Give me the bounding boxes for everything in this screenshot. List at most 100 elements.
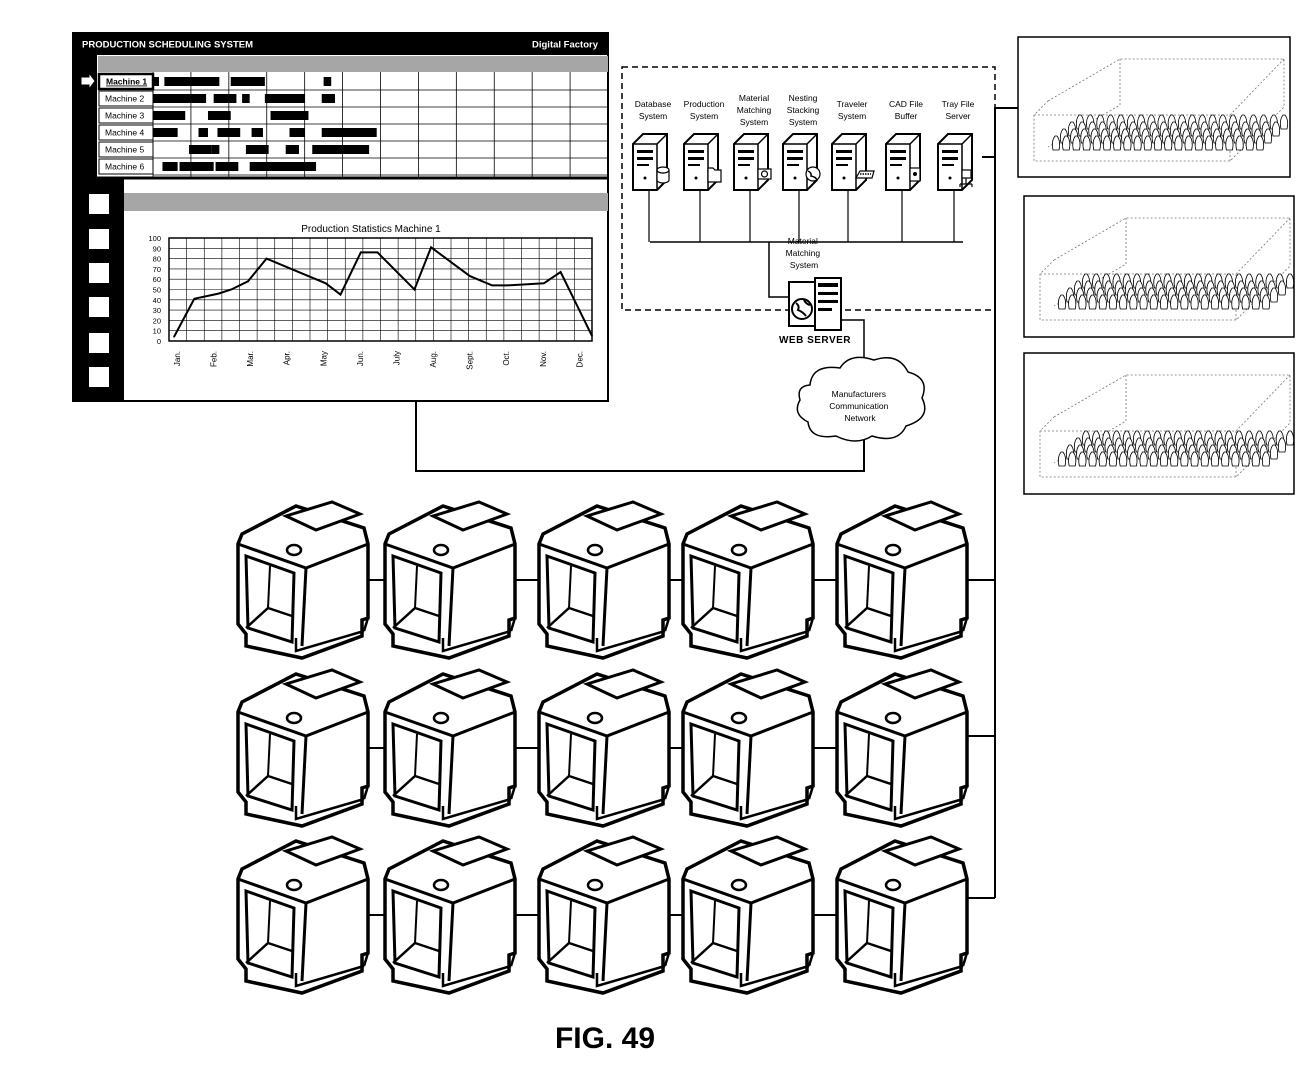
machine-label: Machine 2 bbox=[105, 94, 144, 104]
scheduler-titlebar bbox=[73, 33, 608, 55]
gantt-bar[interactable] bbox=[198, 128, 208, 137]
machine-label: Machine 6 bbox=[105, 162, 144, 172]
3d-printer-machine[interactable] bbox=[383, 668, 517, 828]
machine-row[interactable]: Machine 3 bbox=[98, 107, 154, 124]
printed-part bbox=[1190, 294, 1199, 310]
gantt-bar[interactable] bbox=[230, 77, 265, 86]
gantt-bar[interactable] bbox=[164, 77, 220, 86]
chart-header-bar bbox=[124, 193, 608, 211]
selected-arrow-icon bbox=[80, 71, 96, 91]
gantt-bar[interactable] bbox=[153, 94, 207, 103]
gantt-bar[interactable] bbox=[251, 128, 263, 137]
printed-part bbox=[1098, 451, 1107, 467]
data-point bbox=[413, 288, 416, 291]
machine-row[interactable]: Machine 2 bbox=[98, 90, 154, 107]
3d-printer-machine[interactable] bbox=[681, 500, 815, 660]
3d-printer-machine[interactable] bbox=[681, 835, 815, 995]
y-tick-label: 80 bbox=[153, 255, 161, 264]
gantt-bar[interactable] bbox=[213, 94, 237, 103]
3d-printer-machine[interactable] bbox=[835, 500, 969, 660]
gantt-bar[interactable] bbox=[242, 94, 250, 103]
gantt-bar[interactable] bbox=[198, 145, 208, 154]
data-point bbox=[452, 262, 455, 265]
3d-printer-machine[interactable] bbox=[236, 668, 370, 828]
server-tower-icon bbox=[937, 133, 973, 191]
data-point bbox=[469, 275, 471, 277]
3d-printer-machine[interactable] bbox=[236, 835, 370, 995]
gantt-bar[interactable] bbox=[264, 94, 298, 103]
printed-part bbox=[1215, 135, 1224, 151]
gantt-bar[interactable] bbox=[153, 111, 186, 120]
x-tick-label: Apr. bbox=[283, 351, 292, 365]
3d-printer-machine[interactable] bbox=[835, 668, 969, 828]
printed-part bbox=[1279, 114, 1289, 130]
gantt-bar[interactable] bbox=[291, 94, 305, 103]
document-icon bbox=[909, 167, 921, 182]
printed-part bbox=[1068, 294, 1077, 310]
x-tick-label: May bbox=[319, 351, 328, 366]
database-icon bbox=[656, 166, 670, 184]
gantt-bar[interactable] bbox=[153, 77, 159, 86]
printed-part bbox=[1119, 294, 1128, 310]
gantt-bar[interactable] bbox=[321, 128, 377, 137]
machine-row[interactable]: Machine 1 bbox=[97, 72, 155, 91]
machine-label: Machine 1 bbox=[106, 77, 147, 87]
gantt-bar[interactable] bbox=[321, 94, 335, 103]
gantt-bar[interactable] bbox=[207, 111, 231, 120]
gantt-bar[interactable] bbox=[217, 128, 241, 137]
gantt-bar[interactable] bbox=[293, 128, 303, 137]
data-point bbox=[247, 280, 249, 283]
printed-part bbox=[1088, 451, 1097, 467]
3d-printer-machine[interactable] bbox=[236, 500, 370, 660]
printed-part bbox=[1204, 135, 1214, 151]
gantt-bar[interactable] bbox=[215, 162, 239, 171]
printed-part bbox=[1129, 451, 1138, 467]
machine-row[interactable]: Machine 4 bbox=[98, 124, 154, 141]
printed-part bbox=[1129, 294, 1138, 310]
gantt-bar[interactable] bbox=[270, 111, 303, 120]
y-tick-label: 10 bbox=[153, 327, 161, 336]
3d-printer-machine[interactable] bbox=[537, 668, 671, 828]
gantt-bar[interactable] bbox=[162, 162, 178, 171]
machine-row[interactable]: Machine 5 bbox=[98, 141, 154, 158]
tray-frame bbox=[1023, 195, 1295, 338]
3d-printer-machine[interactable] bbox=[383, 835, 517, 995]
printed-part bbox=[1251, 294, 1260, 310]
scheduler-title: PRODUCTION SCHEDULING SYSTEM bbox=[82, 40, 253, 51]
y-tick-label: 60 bbox=[153, 275, 161, 284]
3d-printer-machine[interactable] bbox=[383, 500, 517, 660]
printed-part bbox=[1285, 273, 1295, 289]
printed-part bbox=[1263, 128, 1273, 144]
machine-row[interactable]: Machine 6 bbox=[98, 158, 154, 175]
x-tick-label: Nov. bbox=[539, 351, 548, 367]
printed-part bbox=[1057, 294, 1067, 310]
y-tick-label: 90 bbox=[153, 244, 161, 253]
gantt-bar[interactable] bbox=[153, 128, 178, 137]
gantt-bar[interactable] bbox=[198, 162, 214, 171]
3d-printer-machine[interactable] bbox=[537, 500, 671, 660]
gantt-bar[interactable] bbox=[245, 145, 269, 154]
gantt-bar[interactable] bbox=[316, 145, 370, 154]
3d-printer-machine[interactable] bbox=[537, 835, 671, 995]
printed-part bbox=[1271, 121, 1281, 137]
gantt-bar[interactable] bbox=[249, 162, 317, 171]
x-tick-label: Sept. bbox=[466, 351, 475, 370]
gantt-bar[interactable] bbox=[285, 145, 299, 154]
3d-printer-machine[interactable] bbox=[681, 668, 815, 828]
gantt-bar[interactable] bbox=[300, 111, 309, 120]
gantt-bar[interactable] bbox=[179, 162, 203, 171]
gantt-bar[interactable] bbox=[211, 145, 220, 154]
printed-part bbox=[1078, 294, 1087, 310]
data-point bbox=[491, 284, 493, 287]
gantt-bar[interactable] bbox=[323, 77, 332, 86]
y-tick-label: 40 bbox=[153, 296, 161, 305]
3d-printer-machine[interactable] bbox=[835, 835, 969, 995]
scheduler-network-link bbox=[415, 401, 865, 472]
